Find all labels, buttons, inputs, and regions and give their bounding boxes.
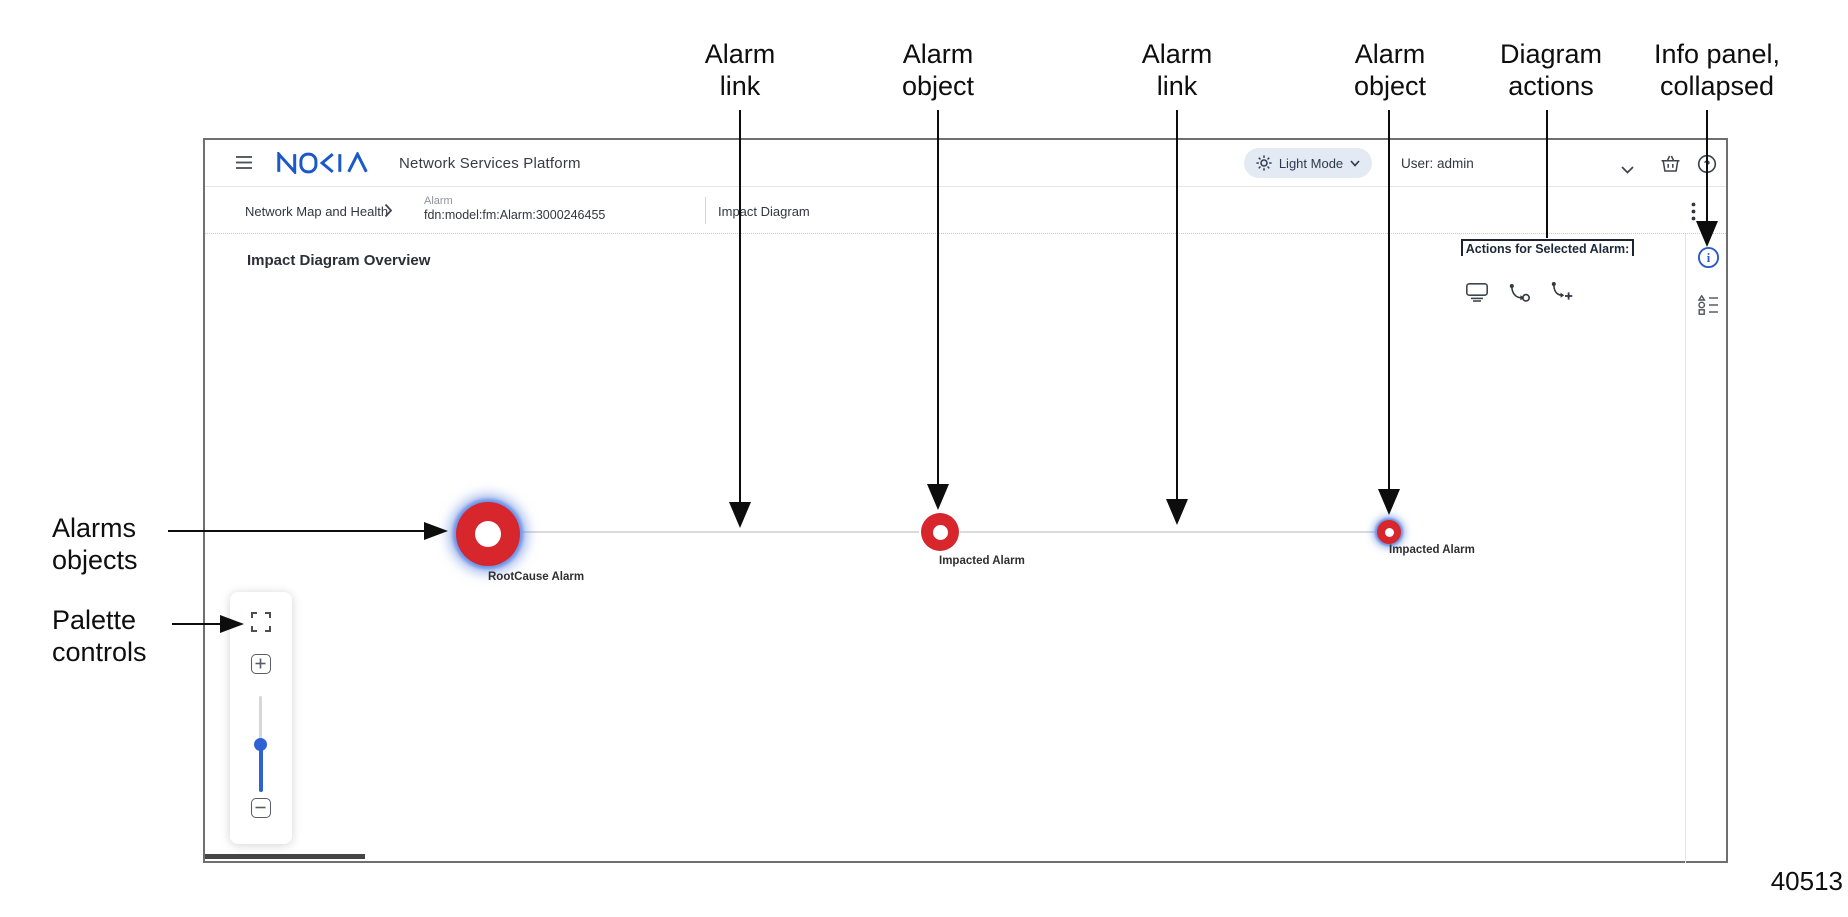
callout-diagram-actions: Diagram actions [1499, 39, 1603, 101]
breadcrumb-item-network-map[interactable]: Network Map and Health [245, 204, 389, 219]
zoom-in-button[interactable] [251, 654, 271, 674]
zoom-slider-fill [259, 744, 263, 792]
chevron-down-icon [1350, 159, 1360, 167]
callout-arrowhead [927, 484, 949, 510]
legend-panel-icon[interactable] [1696, 294, 1720, 320]
theme-toggle[interactable]: Light Mode [1244, 148, 1372, 178]
breadcrumb-divider [705, 197, 706, 224]
impacted-alarm-node[interactable] [1377, 520, 1401, 544]
callout-info-panel: Info panel, collapsed [1653, 39, 1781, 101]
zoom-out-button[interactable] [251, 798, 271, 818]
callout-palette-controls: Palette controls [52, 605, 147, 667]
breadcrumb-item-impact-diagram[interactable]: Impact Diagram [718, 204, 810, 219]
breadcrumb-alarm-fdn[interactable]: fdn:model:fm:Alarm:3000246455 [424, 208, 606, 222]
alarm-link[interactable] [522, 531, 919, 533]
hamburger-menu-icon[interactable] [235, 155, 253, 175]
alarm-node-center [1384, 527, 1394, 537]
theme-toggle-label: Light Mode [1278, 155, 1344, 171]
root-cause-alarm-node[interactable] [456, 502, 520, 566]
figure-number: 40513 [1770, 866, 1843, 896]
actions-for-selected-alarm-callout: Actions for Selected Alarm: [1461, 239, 1634, 256]
node-label: Impacted Alarm [939, 555, 1025, 567]
info-panel-icon[interactable]: i [1697, 246, 1720, 274]
callout-alarm-link-1: Alarm link [704, 39, 776, 101]
info-panel-divider [1685, 234, 1686, 863]
callout-line [937, 110, 939, 484]
svg-text:i: i [1707, 251, 1711, 265]
alarm-link[interactable] [960, 531, 1376, 533]
node-label: RootCause Alarm [488, 571, 585, 583]
breadcrumb-alarm-type: Alarm [424, 195, 453, 207]
callout-arrowhead [424, 522, 448, 540]
breadcrumb-chevron-icon [384, 203, 393, 223]
callout-alarms-objects: Alarms objects [52, 513, 138, 575]
callout-alarm-link-2: Alarm link [1141, 39, 1213, 101]
app-header: NOKIA Network Services Platform [205, 140, 1726, 187]
callout-arrowhead [1166, 499, 1188, 525]
impacted-alarm-node[interactable] [921, 513, 959, 551]
callout-arrowhead [220, 615, 244, 633]
callout-line [1706, 110, 1708, 221]
palette-controls [230, 592, 292, 844]
nokia-logo[interactable]: NOKIA [277, 150, 369, 179]
user-label: User: admin [1401, 156, 1474, 171]
nsp-app-window: NOKIA Network Services Platform [203, 138, 1728, 863]
zoom-slider-thumb[interactable] [254, 738, 267, 751]
add-impacts-action-icon[interactable] [1550, 280, 1574, 308]
actions-label: Actions for Selected Alarm: [1465, 242, 1630, 256]
zoom-slider[interactable] [230, 696, 292, 792]
callout-line [739, 110, 741, 502]
callout-line [1176, 110, 1178, 499]
impact-diagram-action-icon[interactable] [1508, 282, 1531, 308]
alarm-node-center [932, 524, 948, 540]
callout-line [168, 530, 424, 532]
breadcrumb: Network Map and Health Alarm fdn:model:f… [205, 187, 1726, 234]
callout-arrowhead [1378, 489, 1400, 515]
callout-arrowhead [1696, 221, 1718, 247]
callout-alarm-object-1: Alarm object [901, 39, 975, 101]
kebab-menu-icon[interactable] [1691, 202, 1696, 226]
market-basket-icon[interactable] [1660, 154, 1681, 178]
product-title: Network Services Platform [399, 155, 581, 172]
callout-alarm-object-2: Alarm object [1353, 39, 1427, 101]
callout-line [1546, 110, 1548, 238]
callout-line [1388, 110, 1390, 489]
light-mode-sun-icon [1256, 155, 1272, 171]
alarm-node-center [475, 521, 501, 547]
callout-arrowhead [729, 502, 751, 528]
open-in-monitor-action-icon[interactable] [1465, 282, 1489, 307]
node-label: Impacted Alarm [1389, 544, 1475, 556]
header-chevron-down-icon[interactable] [1621, 161, 1634, 179]
horizontal-scrollbar[interactable] [205, 854, 365, 859]
page-title: Impact Diagram Overview [247, 252, 431, 269]
fit-to-screen-icon[interactable] [251, 612, 271, 637]
callout-line [172, 623, 220, 625]
